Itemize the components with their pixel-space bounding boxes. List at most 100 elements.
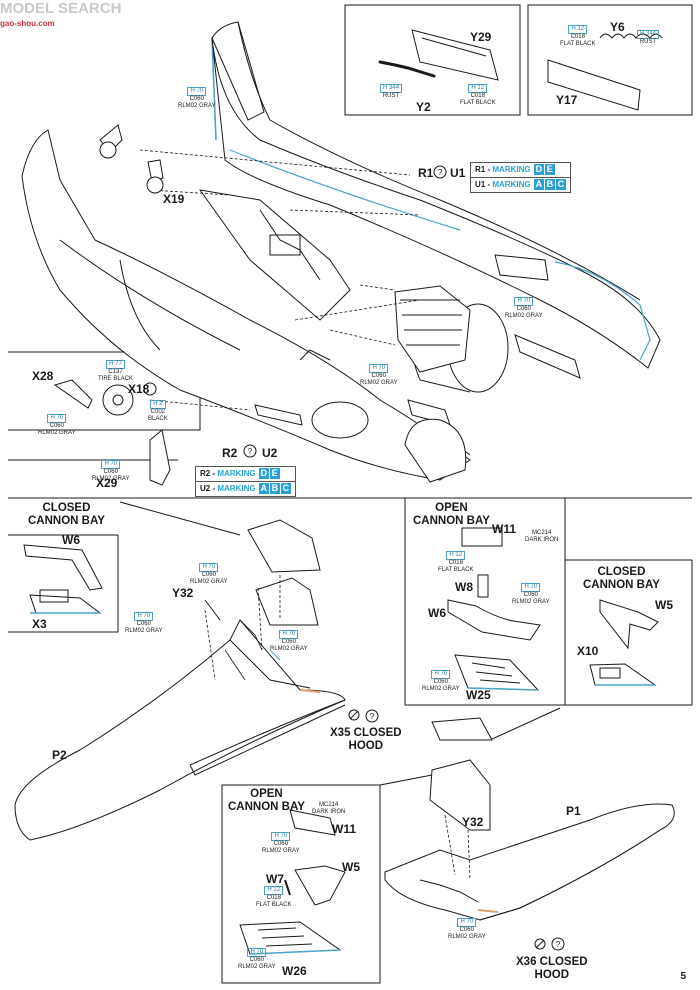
part-p2: P2 (52, 748, 67, 762)
title-line: CANNON BAY (228, 801, 305, 813)
paint-gray: H 70 C060 RLM02 GRAY (448, 918, 486, 941)
box-y29-y2 (344, 4, 521, 116)
paint-name: RLM02 GRAY (262, 848, 300, 854)
page-number: 5 (680, 971, 686, 982)
marking-code: A (258, 483, 269, 494)
part-r2: R2 (222, 446, 238, 460)
part-x28: X28 (32, 369, 54, 383)
svg-text:?: ? (556, 940, 561, 949)
paint-gray: H 70 C060 RLM02 GRAY (262, 832, 300, 855)
paint-name: BLACK (148, 416, 168, 422)
part-x36-hood: HOOD (534, 969, 570, 981)
paint-code: C060 (433, 679, 448, 685)
title-line: CANNON BAY (583, 579, 660, 591)
paint-dark-iron: MC214 DARK IRON (525, 530, 558, 544)
part-w26: W26 (282, 964, 307, 978)
hobby-code: H 70 (101, 460, 121, 469)
hobby-code: H 70 (369, 364, 389, 373)
part-u1: U1 (450, 166, 466, 180)
paint-name: RUST (639, 39, 657, 45)
paint-code: C060 (281, 639, 296, 645)
paint-name: RLM02 GRAY (512, 599, 550, 605)
paint-strut: H 70 C060 RLM02 GRAY (38, 414, 76, 437)
paint-name: RLM02 GRAY (238, 964, 276, 970)
part-w11: W11 (492, 522, 517, 536)
watermark: MODEL SEARCH gao-shou.com (0, 0, 122, 28)
part-y32-right: Y32 (462, 815, 484, 829)
svg-text:?: ? (248, 447, 253, 456)
hobby-code: H 70 (457, 918, 477, 927)
watermark-brand: MODEL SEARCH (0, 0, 122, 17)
part-r1: R1 (418, 166, 434, 180)
part-x29: X29 (96, 476, 118, 490)
paint-name: RLM02 GRAY (190, 579, 228, 585)
paint-code: MC214 (532, 530, 552, 536)
title-line: CANNON BAY (413, 515, 490, 527)
paint-code: C002 (150, 409, 166, 415)
paint-code: C060 (273, 841, 288, 847)
svg-text:?: ? (370, 712, 375, 721)
part-y29: Y29 (470, 30, 492, 44)
marking-key: U1 - (475, 180, 491, 189)
part-w6-open: W6 (428, 606, 446, 620)
part-w6: W6 (62, 533, 80, 547)
paint-hub: H 2 C002 BLACK (148, 400, 168, 423)
hobby-code: H 2 (150, 400, 166, 409)
paint-code: C060 (516, 306, 531, 312)
svg-text:?: ? (438, 168, 443, 177)
paint-name: DARK IRON (525, 537, 559, 543)
part-y2: Y2 (416, 100, 431, 114)
marking-label: MARKING (492, 165, 531, 174)
marking-key: R1 - (475, 165, 491, 174)
paint-name: TIRE BLACK (98, 376, 134, 382)
hobby-code: H 70 (521, 583, 541, 592)
open-cannon-bay-title: OPEN CANNON BAY (228, 788, 305, 814)
marking-label: MARKING (492, 180, 531, 189)
part-w25: W25 (466, 688, 491, 702)
hobby-code: H 12 (264, 886, 284, 895)
paint-flat-black: H 12 C018 FLAT BLACK (560, 25, 595, 48)
hobby-code: H 12 (568, 25, 588, 34)
hobby-code: H 70 (134, 612, 154, 621)
marking-code: C (555, 179, 566, 190)
paint-name: FLAT BLACK (256, 902, 292, 908)
part-w7: W7 (266, 872, 284, 886)
paint-name: RLM02 GRAY (270, 646, 308, 652)
part-x10: X10 (577, 644, 599, 658)
paint-code: C060 (523, 592, 538, 598)
part-w11: W11 (332, 822, 357, 836)
marking-code: E (269, 468, 280, 479)
part-y32-left: Y32 (172, 586, 194, 600)
paint-code: C018 (266, 895, 281, 901)
part-y17: Y17 (556, 93, 578, 107)
paint-flat-black: H 12 C018 FLAT BLACK (256, 886, 291, 909)
paint-name: RLM02 GRAY (360, 380, 398, 386)
part-x35-hood: HOOD (348, 740, 384, 752)
watermark-site: gao-shou.com (0, 19, 55, 28)
paint-name: RLM02 GRAY (448, 934, 486, 940)
x35-closed-hood-label: X35 CLOSED HOOD (330, 727, 402, 753)
part-w5: W5 (342, 860, 360, 874)
marking-label: MARKING (217, 484, 256, 493)
paint-code: C060 (249, 957, 264, 963)
paint-fork: H 70 C060 RLM02 GRAY (92, 460, 130, 483)
paint-dark-iron: MC214 DARK IRON (312, 802, 345, 816)
hobby-code: H 344 (380, 84, 403, 93)
paint-name: RLM02 GRAY (178, 103, 216, 109)
part-x3: X3 (32, 617, 47, 631)
paint-name: DARK IRON (312, 809, 346, 815)
marking-code: E (544, 164, 555, 175)
paint-code: MC214 (319, 802, 339, 808)
paint-flat-black: H 12 C018 FLAT BLACK (460, 84, 495, 107)
paint-flat-black: H 12 C018 FLAT BLACK (438, 551, 473, 574)
hobby-code: H 70 (271, 832, 291, 841)
hobby-code: H 70 (247, 948, 267, 957)
marking-code: B (269, 483, 280, 494)
title-line: OPEN (250, 788, 283, 800)
